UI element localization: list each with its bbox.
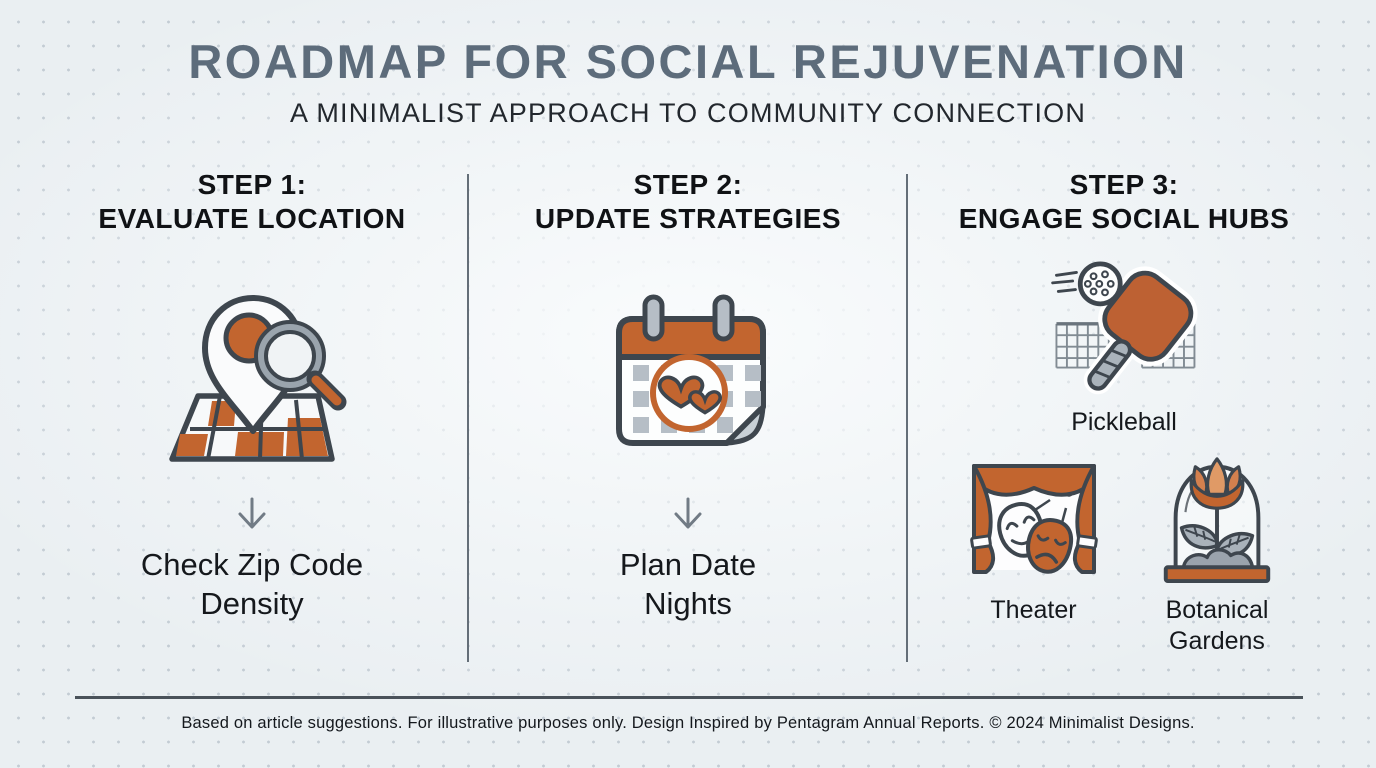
step-3-column: STEP 3: ENGAGE SOCIAL HUBS bbox=[916, 168, 1332, 656]
step-2-heading: UPDATE STRATEGIES bbox=[534, 203, 842, 235]
step-2-column: STEP 2: UPDATE STRATEGIES bbox=[480, 168, 896, 623]
step-1-icon-slot bbox=[42, 243, 462, 495]
botanical-gardens-icon bbox=[1163, 457, 1271, 584]
calendar-date-hearts-icon bbox=[615, 294, 766, 447]
theater-masks-icon bbox=[969, 464, 1098, 575]
page-title: ROADMAP FOR SOCIAL REJUVENATION bbox=[188, 35, 1188, 88]
step-1-caption: Check Zip Code Density bbox=[140, 546, 364, 621]
pickleball-label: Pickleball bbox=[1071, 407, 1177, 436]
theater-label: Theater bbox=[990, 596, 1077, 625]
map-location-search-icon bbox=[168, 295, 346, 463]
column-divider-1 bbox=[467, 174, 469, 662]
pickleball-paddle-icon bbox=[1050, 261, 1198, 395]
footer-attribution: Based on article suggestions. For illust… bbox=[181, 714, 1195, 732]
step-2-label: STEP 2: bbox=[633, 169, 743, 200]
theater-hub: Theater bbox=[964, 451, 1104, 626]
down-arrow-icon bbox=[674, 497, 702, 529]
step-3-label: STEP 3: bbox=[1069, 169, 1179, 200]
step-1-label: STEP 1: bbox=[197, 169, 307, 200]
footer-divider bbox=[75, 696, 1303, 699]
botanical-gardens-label: Botanical Gardens bbox=[1165, 596, 1269, 655]
step-1-column: STEP 1: EVALUATE LOCATION bbox=[42, 168, 462, 623]
page-subtitle: A MINIMALIST APPROACH TO COMMUNITY CONNE… bbox=[289, 98, 1087, 128]
down-arrow-icon bbox=[238, 497, 266, 529]
step-2-caption: Plan Date Nights bbox=[619, 546, 757, 621]
step-1-heading: EVALUATE LOCATION bbox=[98, 203, 406, 235]
hub-row: Theater bbox=[916, 451, 1332, 656]
step-3-heading: ENGAGE SOCIAL HUBS bbox=[958, 203, 1290, 235]
column-divider-2 bbox=[906, 174, 908, 662]
step-2-icon-slot bbox=[480, 243, 896, 495]
botanical-gardens-hub: Botanical Gardens bbox=[1150, 451, 1285, 656]
pickleball-hub bbox=[916, 261, 1332, 399]
